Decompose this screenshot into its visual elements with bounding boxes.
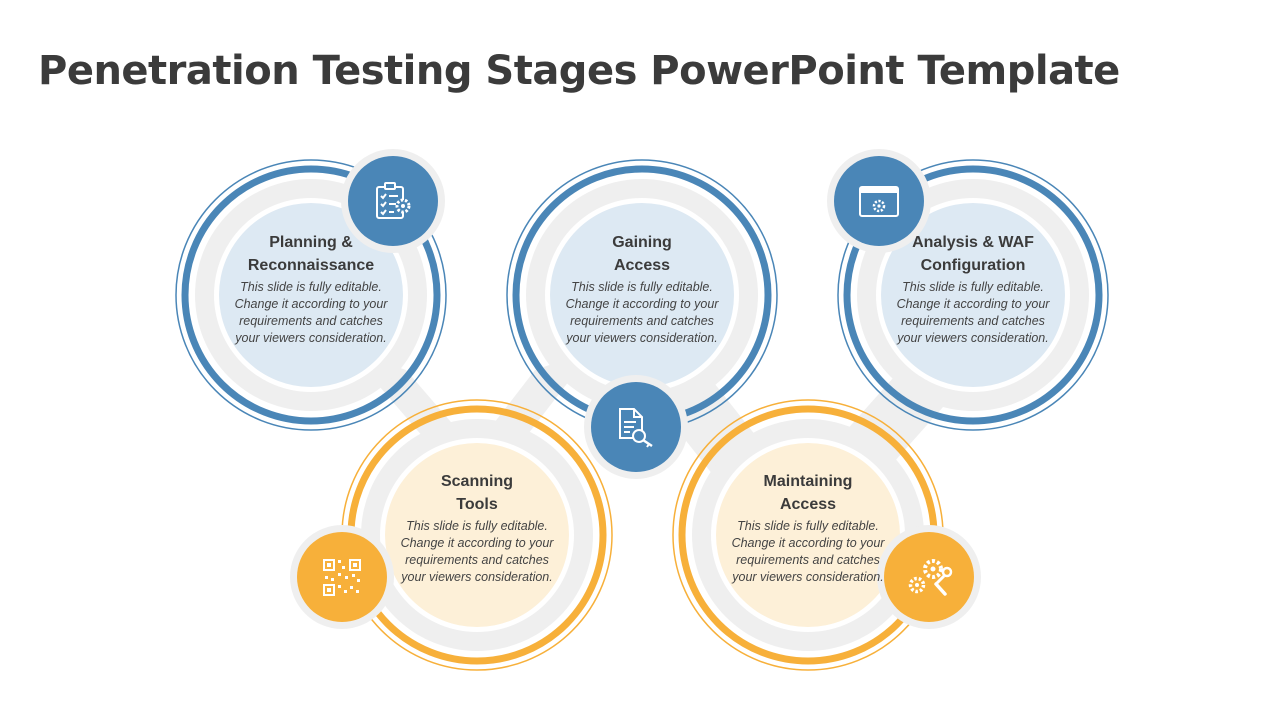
stage-4-text: Scanning Tools This slide is fully edita…: [392, 470, 562, 586]
clipboard-gear-icon: [341, 149, 445, 253]
stage-3-description: This slide is fully editable. Change it …: [896, 280, 1050, 345]
stage-1-circle: [175, 159, 447, 431]
stage-2-text: Gaining Access This slide is fully edita…: [557, 231, 727, 347]
stage-3-circle: [837, 159, 1109, 431]
page-title: Penetration Testing Stages PowerPoint Te…: [38, 48, 1120, 94]
stage-2-description: This slide is fully editable. Change it …: [565, 280, 719, 345]
browser-gear-icon: [827, 149, 931, 253]
stage-5-title: Maintaining Access: [763, 473, 853, 513]
stage-3-text: Analysis & WAF Configuration This slide …: [888, 231, 1058, 347]
stage-1-description: This slide is fully editable. Change it …: [234, 280, 388, 345]
stage-5-circle: [672, 399, 944, 671]
stage-3-title: Analysis & WAF Configuration: [912, 234, 1034, 274]
stage-4-description: This slide is fully editable. Change it …: [400, 519, 554, 584]
stage-4-title: Scanning Tools: [440, 473, 513, 513]
qr-code-icon: [290, 525, 394, 629]
stage-2-circle: [506, 159, 778, 431]
document-key-icon: [584, 375, 688, 479]
stage-1-title: Planning & Reconnaissance: [247, 234, 375, 274]
stage-1-text: Planning & Reconnaissance This slide is …: [226, 231, 396, 347]
stage-5-description: This slide is fully editable. Change it …: [731, 519, 885, 584]
stage-2-title: Gaining Access: [612, 234, 672, 274]
gears-wrench-icon: [877, 525, 981, 629]
stage-4-circle: [341, 399, 613, 671]
stage-5-text: Maintaining Access This slide is fully e…: [723, 470, 893, 586]
